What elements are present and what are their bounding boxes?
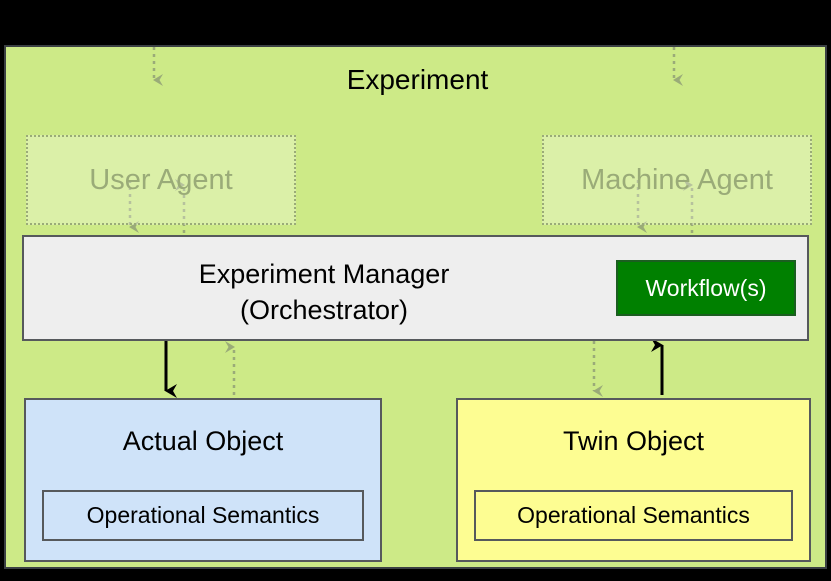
experiment-manager-title: Experiment Manager (Orchestrator)	[24, 257, 624, 329]
machine-agent-box[interactable]: Machine Agent	[542, 135, 812, 225]
twin-object-operational-semantics-label: Operational Semantics	[517, 502, 750, 528]
user-agent-label: User Agent	[89, 163, 233, 196]
twin-object-box[interactable]: Twin Object Operational Semantics	[456, 398, 811, 562]
experiment-title: Experiment	[346, 64, 489, 95]
experiment-manager-title-line1: Experiment Manager	[198, 259, 450, 289]
user-agent-box[interactable]: User Agent	[26, 135, 296, 225]
experiment-container: Experiment	[4, 45, 827, 569]
workflow-label: Workflow(s)	[645, 274, 767, 301]
workflow-box[interactable]: Workflow(s)	[616, 260, 796, 316]
twin-object-operational-semantics-box[interactable]: Operational Semantics	[474, 490, 793, 541]
machine-agent-label: Machine Agent	[581, 163, 773, 196]
twin-object-title: Twin Object	[562, 426, 705, 456]
actual-object-operational-semantics-box[interactable]: Operational Semantics	[42, 490, 364, 541]
experiment-manager-title-line2: (Orchestrator)	[239, 294, 409, 325]
actual-object-title: Actual Object	[122, 426, 284, 456]
actual-object-box[interactable]: Actual Object Operational Semantics	[24, 398, 382, 562]
actual-object-operational-semantics-label: Operational Semantics	[86, 502, 320, 528]
experiment-manager-box[interactable]: Experiment Manager (Orchestrator) Workfl…	[22, 235, 809, 341]
